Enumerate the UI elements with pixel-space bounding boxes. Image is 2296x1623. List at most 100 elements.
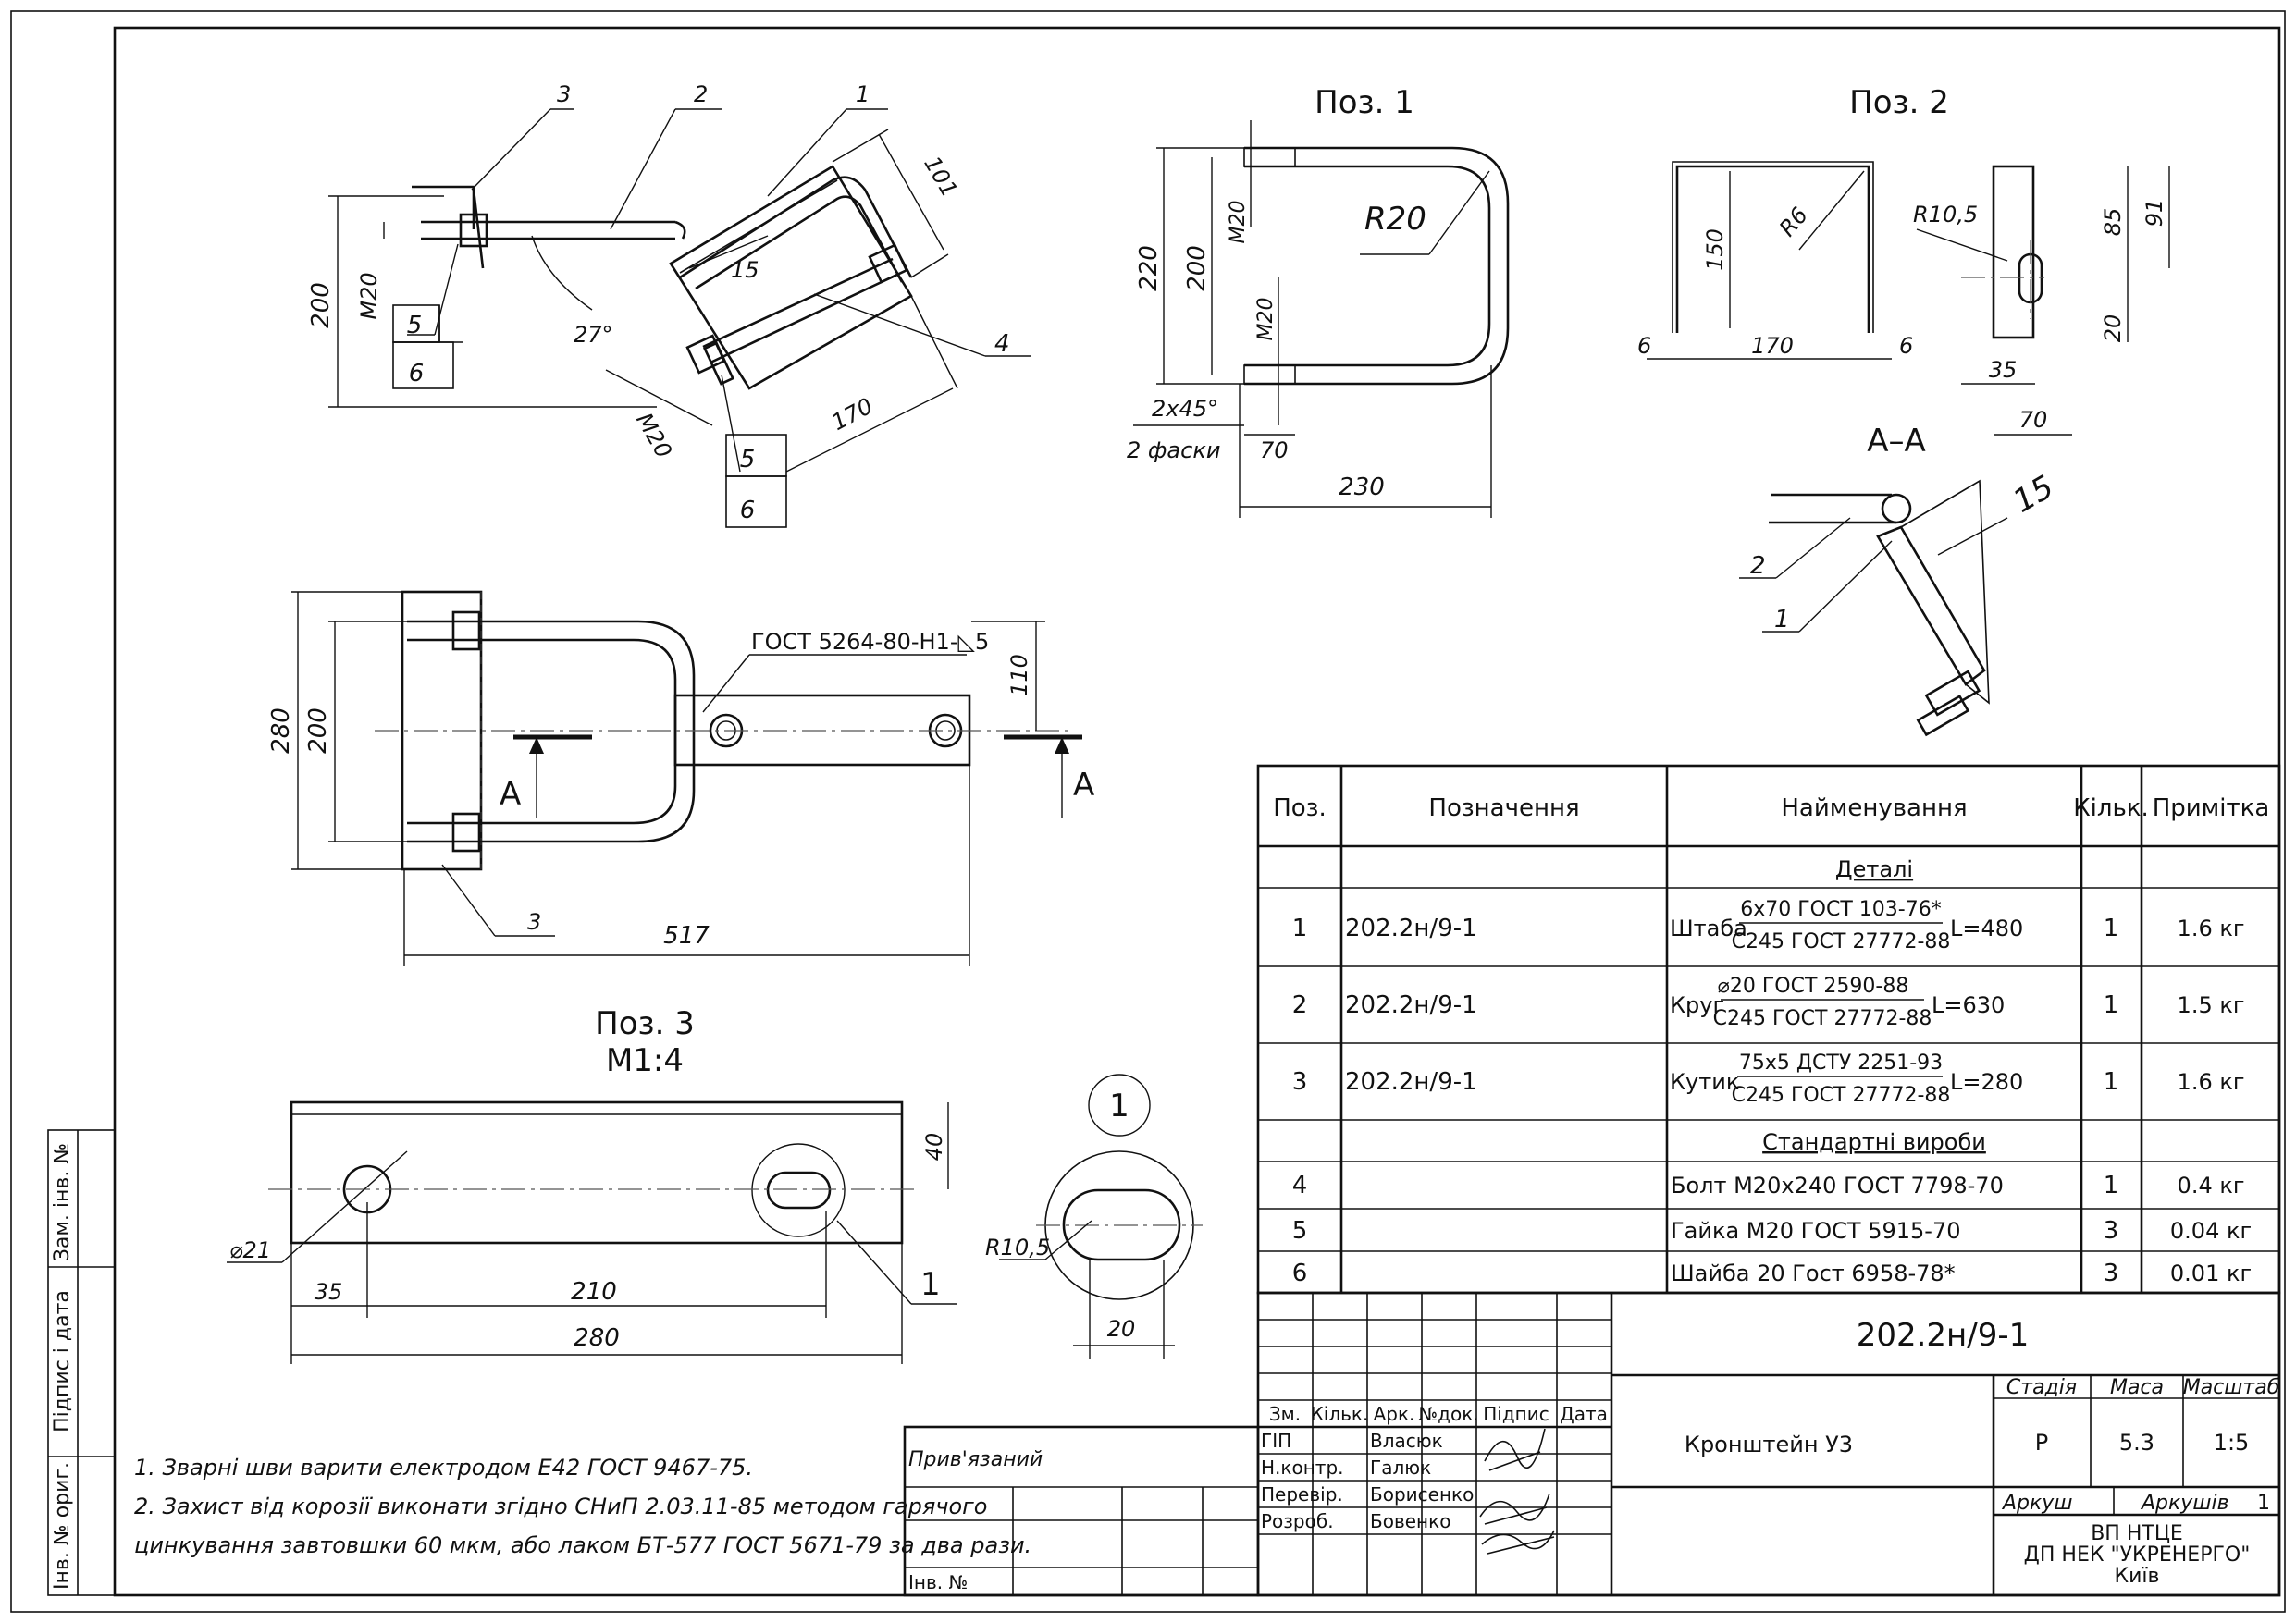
bom-std-name: Болт М20х240 ГОСТ 7798-70 [1671, 1173, 2004, 1199]
tb-sheets-label: Аркушів [2140, 1492, 2229, 1515]
bom-row-length: L=630 [1932, 992, 2005, 1018]
pos1-dim-220: 220 [1135, 245, 1163, 291]
tb-name: Власюк [1370, 1430, 1443, 1452]
bom-section-details: Деталі [1835, 856, 1913, 882]
bom-row-frac-top: ⌀20 ГОСТ 2590-88 [1718, 975, 1909, 998]
tb-attached: Прив'язаний [908, 1448, 1043, 1471]
bom-std-note: 0.4 кг [2178, 1173, 2245, 1199]
bom-row-name-prefix: Кутик [1670, 1069, 1739, 1095]
note-2-cont: цинкування завтовшки 60 мкм, або лаком Б… [134, 1532, 1031, 1558]
bom-section-standard: Стандартні вироби [1762, 1129, 1986, 1155]
section-dim-15: 15 [2007, 469, 2060, 521]
bom-row-qty: 1 [2104, 915, 2119, 942]
bom-row-frac-top: 6х70 ГОСТ 103-76* [1740, 898, 1941, 921]
bom-row-designation: 202.2н/9-1 [1345, 991, 1477, 1019]
bom-row-name-prefix: Круг [1670, 992, 1724, 1018]
iso-leader-3: 3 [557, 81, 571, 107]
pos2-dim-6a: 6 [1637, 333, 1651, 359]
section-mark-a-right: А [1073, 767, 1094, 804]
bom-header-note: Примітка [2153, 794, 2270, 822]
title-block: Зм. Кільк. Арк. №док. Підпис Дата ГІП Н.… [903, 1291, 2281, 1597]
bom-row-frac-bottom: С245 ГОСТ 27772-88 [1732, 1084, 1951, 1107]
bom-std-note: 0.01 кг [2170, 1260, 2252, 1286]
pos3-leader-1: 1 [920, 1266, 941, 1303]
bom-header-qty: Кільк. [2073, 794, 2149, 822]
tb-col-change: Зм. [1269, 1403, 1301, 1425]
note-1: 1. Зварні шви варити електродом Е42 ГОСТ… [134, 1455, 753, 1481]
pos2-dim-70: 70 [2019, 407, 2048, 433]
technical-notes: 1. Зварні шви варити електродом Е42 ГОСТ… [134, 1455, 1031, 1558]
pos2-radius-r6: R6 [1774, 203, 1813, 241]
section-leader-2: 2 [1750, 552, 1766, 580]
bom-std-pos: 4 [1292, 1172, 1308, 1199]
tb-org-1: ВП НТЦЕ [2091, 1522, 2183, 1545]
pos2-dim-91: 91 [2142, 199, 2167, 227]
iso-dim-m20-a: М20 [356, 272, 382, 319]
pos3-dim-40: 40 [921, 1133, 947, 1162]
pos2-dim-85: 85 [2100, 208, 2126, 237]
bom-row-frac-bottom: С245 ГОСТ 27772-88 [1713, 1007, 1932, 1030]
bom-row-designation: 202.2н/9-1 [1345, 915, 1477, 942]
bom-row-pos: 2 [1292, 991, 1308, 1019]
pos3-dim-280: 280 [574, 1324, 620, 1352]
tb-stage-label: Стадія [2006, 1376, 2077, 1399]
tb-role: Н.контр. [1261, 1457, 1344, 1479]
tb-inv-no: Інв. № [908, 1571, 968, 1593]
pos1-dim-70: 70 [1260, 437, 1289, 463]
bom-std-note: 0.04 кг [2170, 1218, 2252, 1244]
bom-std-pos: 5 [1292, 1217, 1308, 1245]
pos1-dim-200: 200 [1183, 245, 1211, 291]
signature-1 [1484, 1428, 1546, 1471]
iso-leader-2: 2 [694, 81, 708, 107]
bom-std-qty: 3 [2104, 1217, 2119, 1245]
pos2-view: Поз. 2 150 R6 6 170 6 R10,5 85 91 20 35 … [1637, 84, 2170, 436]
bom-std-pos: 6 [1292, 1260, 1308, 1287]
plan-dim-200: 200 [304, 707, 332, 754]
detail-dim-20: 20 [1107, 1316, 1136, 1342]
tb-col-signature: Підпис [1483, 1403, 1549, 1425]
iso-angle: 27° [574, 322, 613, 348]
isometric-view: 200 М20 5 6 3 2 1 27° 101 15 4 [307, 81, 1031, 528]
plan-leader-3: 3 [527, 909, 541, 935]
plan-dim-110: 110 [1006, 654, 1032, 696]
bom-row-note: 1.5 кг [2178, 992, 2245, 1018]
tb-col-date: Дата [1560, 1403, 1608, 1425]
detail-1-view: 1 R10,5 20 [985, 1074, 1203, 1359]
section-aa: А–А 15 2 1 [1739, 423, 2060, 737]
stamp-label-signature-date: Підпис і дата [51, 1290, 74, 1432]
bom-header-pos: Поз. [1273, 794, 1327, 822]
section-leader-1: 1 [1774, 606, 1790, 633]
bom-row-note: 1.6 кг [2178, 916, 2245, 941]
pos2-dim-20: 20 [2100, 314, 2126, 343]
bom-std-name: Гайка М20 ГОСТ 5915-70 [1671, 1218, 1961, 1244]
stamp-label-orig-inv: Інв. № ориг. [51, 1462, 74, 1590]
bom-row-name-prefix: Штаба [1670, 916, 1747, 941]
tb-col-sheet: Арк. [1374, 1403, 1415, 1425]
pos1-radius: R20 [1364, 201, 1426, 238]
iso-leader-5-left: 5 [407, 312, 423, 339]
pos2-title: Поз. 2 [1849, 84, 1949, 121]
bom-std-name: Шайба 20 Гост 6958-78* [1671, 1260, 1956, 1286]
bom-row-length: L=280 [1950, 1069, 2023, 1095]
iso-dim-15: 15 [731, 257, 759, 283]
bom-row-qty: 1 [2104, 1068, 2119, 1096]
tb-sheet-label: Аркуш [2001, 1492, 2072, 1515]
pos1-chamfer: 2х45° [1152, 396, 1218, 422]
plan-view: А А ГОСТ 5264-80-Н1-◺5 110 280 200 3 517 [267, 590, 1094, 966]
pos1-title: Поз. 1 [1315, 84, 1414, 121]
pos3-dim-35: 35 [315, 1279, 343, 1305]
pos1-dim-230: 230 [1339, 473, 1385, 501]
outer-border [10, 10, 2286, 1613]
tb-col-qty: Кільк. [1311, 1403, 1369, 1425]
tb-sheets-count: 1 [2257, 1492, 2270, 1515]
pos3-dim-phi21: ⌀21 [229, 1237, 271, 1263]
tb-role: ГІП [1261, 1430, 1291, 1452]
pos2-radius-r105: R10,5 [1913, 202, 1978, 227]
plan-dim-517: 517 [663, 922, 710, 950]
bom-row-designation: 202.2н/9-1 [1345, 1068, 1477, 1096]
iso-dim-200: 200 [307, 282, 335, 328]
tb-col-docno: №док. [1418, 1403, 1478, 1425]
iso-dim-101: 101 [919, 152, 962, 202]
tb-org-3: Київ [2115, 1565, 2160, 1588]
bom-row-frac-top: 75х5 ДСТУ 2251-93 [1739, 1051, 1943, 1075]
